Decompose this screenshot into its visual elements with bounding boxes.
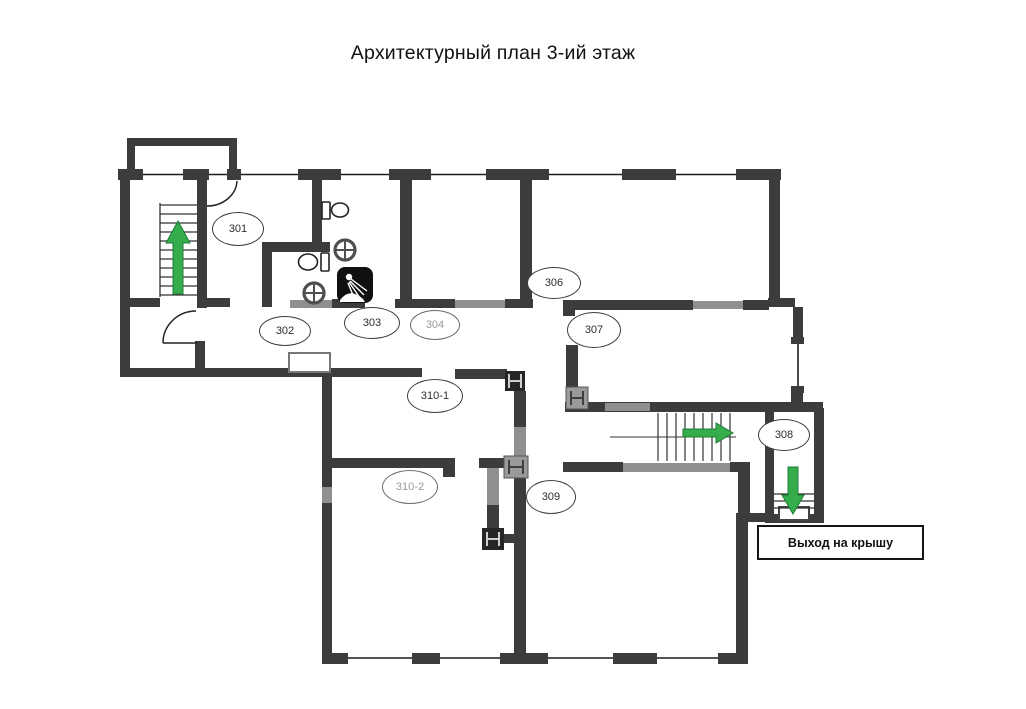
room-label-307: 307 xyxy=(567,312,621,348)
roof-exit-label: Выход на крышу xyxy=(757,525,924,560)
room-label-308: 308 xyxy=(758,419,810,451)
door-arc xyxy=(162,180,238,344)
room-label-302: 302 xyxy=(259,316,311,346)
h-column-icon xyxy=(482,528,504,550)
sink-icon xyxy=(302,281,326,305)
down-arrow-icon xyxy=(781,466,805,515)
h-column-icon xyxy=(503,455,529,479)
sink-icon xyxy=(333,238,357,262)
wall-niches xyxy=(288,352,810,521)
room-label-310-1: 310-1 xyxy=(407,379,463,413)
toilet-icon xyxy=(297,252,330,272)
room-label-303: 303 xyxy=(344,307,400,339)
room-label-301: 301 xyxy=(212,212,264,246)
room-label-310-2: 310-2 xyxy=(382,470,438,504)
up-arrow-icon xyxy=(165,219,191,295)
plan-title: Архитектурный план 3-ий этаж xyxy=(350,42,636,64)
right-arrow-icon xyxy=(682,422,734,444)
h-column-icon xyxy=(565,386,589,410)
shower-icon xyxy=(337,267,373,303)
room-label-304: 304 xyxy=(410,310,460,340)
h-column-icon xyxy=(505,371,525,391)
toilet-icon xyxy=(321,201,350,220)
window-lines xyxy=(127,173,799,659)
room-label-306: 306 xyxy=(527,267,581,299)
walls xyxy=(118,138,824,664)
room-label-309: 309 xyxy=(526,480,576,514)
